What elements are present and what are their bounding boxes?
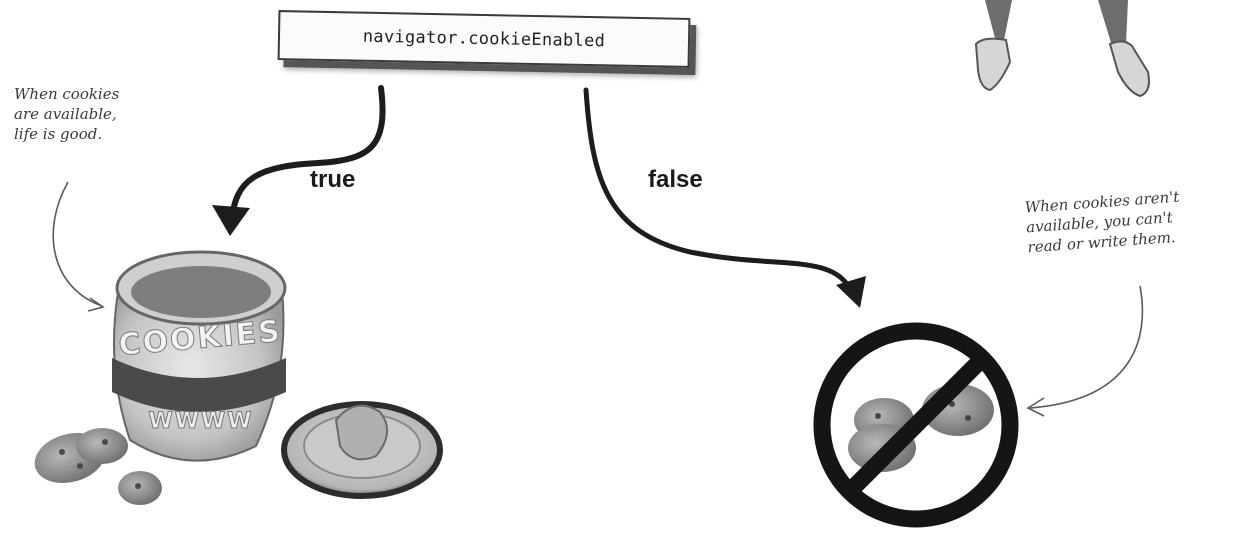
note-cookies-unavailable: When cookies aren't available, you can't… [1024,187,1183,258]
note-pointer-right [1026,285,1144,417]
jar-lid-icon [281,401,443,499]
note-line: When cookies [14,85,120,103]
false-branch-arrow [583,87,866,308]
note-cookies-available: When cookies are available, life is good… [14,84,119,144]
note-line: life is good. [14,125,103,143]
false-branch-label: false [648,166,703,193]
no-cookies-sign-icon [813,322,1019,528]
condition-box: navigator.cookieEnabled [277,10,691,68]
true-branch-arrow [212,85,386,236]
condition-code: navigator.cookieEnabled [362,26,606,52]
note-line: are available, [14,105,117,123]
cookies-icon [34,428,162,505]
svg-text:WWWW: WWWW [148,409,253,434]
cookie-jar-icon: COOKIES WWWW [112,250,287,462]
person-legs-icon [974,0,1150,98]
note-pointer-left [52,181,105,312]
true-branch-label: true [310,166,356,193]
